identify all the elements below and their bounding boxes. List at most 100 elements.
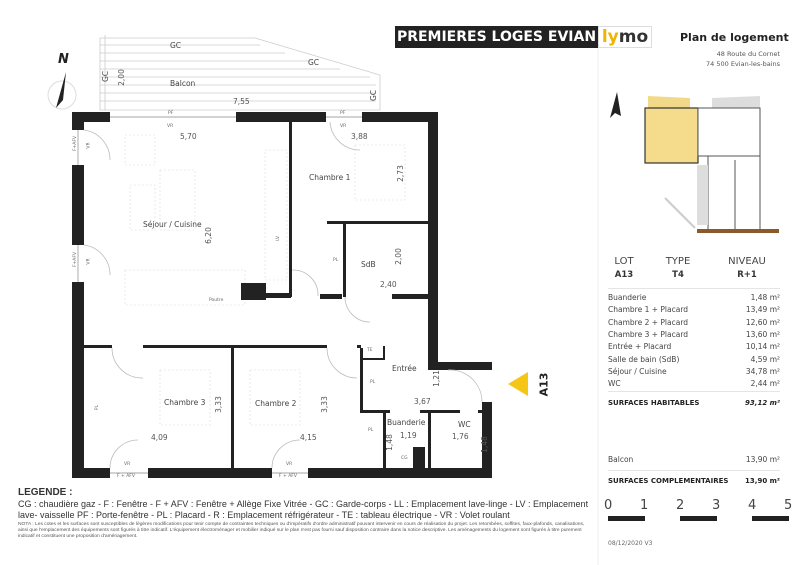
room-label-buanderie: Buanderie (387, 418, 426, 427)
surface-name: Chambre 2 + Placard (608, 317, 689, 327)
project-title: PREMIERES LOGES EVIAN (395, 26, 598, 48)
balcony-hatch (99, 35, 381, 111)
surface-value: 13,49 (745, 305, 768, 315)
room-label-sdb: SdB (361, 260, 376, 269)
type-value: T4 (672, 270, 684, 280)
room-label-chambre1: Chambre 1 (309, 173, 351, 182)
surface-name: Séjour / Cuisine (608, 366, 667, 376)
divider (608, 391, 780, 392)
surface-value: 13,90 (745, 455, 768, 464)
buanderie-height-dim: 1,48 (384, 434, 394, 451)
vr-tag: VR (340, 124, 347, 129)
surface-name: Chambre 1 + Placard (608, 305, 689, 315)
buanderie-width-dim: 1,19 (400, 431, 417, 440)
legend: LEGENDE : CG : chaudière gaz - F : Fenêt… (18, 487, 594, 540)
vr-tag: VR (86, 258, 92, 265)
surface-name: Chambre 3 + Placard (608, 329, 689, 339)
vr-tag: VR (124, 462, 131, 467)
scale-tick-label: 5 (784, 498, 793, 513)
surface-row: Salle de bain (SdB)4,59 m² (608, 355, 780, 364)
legend-line2: vaisselle PF : Porte-fenêtre - PL : Plac… (40, 509, 510, 520)
f-afv-tag: F + AFV (279, 474, 297, 479)
lot-value: A13 (614, 270, 634, 280)
divider (608, 470, 780, 471)
door-swings (83, 121, 483, 469)
total-complementaires-value: 13,90 m² (745, 477, 780, 485)
surface-unit: m² (769, 317, 780, 327)
room-label-chambre2: Chambre 2 (255, 399, 297, 408)
surface-value: 1,48 (750, 293, 768, 302)
vr-tag: VR (167, 124, 174, 129)
gc-label: GC (308, 58, 320, 67)
glazing (77, 116, 362, 474)
surface-value: 12,60 (745, 317, 768, 327)
walls (72, 112, 492, 478)
gc-label: GC (101, 70, 111, 83)
poutre-tag: Poutre (209, 298, 224, 303)
legend-text: CG : chaudière gaz - F : Fenêtre - F + A… (18, 499, 594, 520)
balcony-depth-dim: 2,00 (116, 69, 126, 86)
room-label-sejour: Séjour / Cuisine (143, 220, 202, 229)
vr-tag: VR (286, 462, 293, 467)
pl-tag: PL (368, 428, 374, 433)
sdb-width-dim: 2,40 (380, 280, 397, 289)
ch2-width-dim: 4,15 (300, 433, 317, 442)
sejour-height-dim: 6,20 (203, 227, 213, 244)
surface-name: Entrée + Placard (608, 342, 672, 352)
total-habitable-value: 93,12 m² (745, 399, 780, 407)
surface-row: Chambre 1 + Placard 13,49 m² (608, 305, 780, 314)
room-label-balcon: Balcon (170, 79, 196, 88)
nota-line2: Les retombées, soffites, faux-plafonds, … (18, 522, 585, 533)
sejour-width-dim: 5,70 (180, 132, 197, 141)
surface-unit: m² (769, 329, 780, 339)
scale-tick-label: 4 (748, 498, 757, 513)
pf-tag: PF (340, 111, 346, 116)
pl-tag: PL (95, 404, 101, 411)
date-version: 08/12/2020 V3 (608, 540, 653, 547)
total-habitable-row: SURFACES HABITABLES 93,12 m² (608, 399, 780, 407)
gc-label: GC (369, 89, 379, 102)
f-afv-tag: F + AFV (117, 474, 135, 479)
address-line2: 74 500 Evian-les-bains (706, 60, 780, 68)
surface-name: WC (608, 379, 621, 389)
surface-row: Balcon 13,90 m² (608, 455, 780, 464)
surface-unit: m² (769, 293, 780, 302)
lot-marker-label: A13 (537, 372, 551, 397)
lot-marker-triangle (508, 372, 528, 396)
pf-tag: PF (168, 111, 174, 116)
vr-tag: VR (86, 142, 92, 149)
surface-value: 10,14 (745, 342, 768, 352)
pl-tag: PL (333, 258, 339, 263)
surface-unit: m² (769, 354, 780, 364)
room-label-wc: WC (458, 420, 471, 429)
surface-unit: m² (769, 366, 780, 376)
nota: NOTA : Les cotes et les surfaces sont su… (18, 522, 594, 540)
legend-title: LEGENDE : (18, 487, 73, 498)
surface-unit: m² (769, 455, 780, 464)
ch3-height-dim: 3,33 (213, 396, 223, 413)
scale-tick-label: 0 (604, 498, 613, 513)
scale-tick-label: 1 (640, 498, 649, 513)
type-label: TYPE (665, 256, 691, 267)
fafv-tag: F+AFV (73, 251, 79, 268)
surface-row: Séjour / Cuisine 34,78 m² (608, 367, 780, 376)
surface-name: Balcon (608, 455, 634, 464)
surface-name: Buanderie (608, 293, 647, 302)
nota-line1: NOTA : Les cotes et les surfaces sont su… (18, 522, 469, 527)
surface-name: Salle de bain (SdB) (608, 354, 680, 364)
scale-bar (608, 516, 789, 521)
gc-label: GC (170, 41, 182, 50)
surface-value: 34,78 (745, 366, 768, 376)
lot-label: LOT (614, 256, 634, 267)
compass-north-label: N (58, 52, 69, 67)
lv-tag: LV (276, 235, 282, 242)
surface-unit: m² (769, 379, 780, 389)
total-complementaires-row: SURFACES COMPLEMENTAIRES 13,90 m² (608, 477, 780, 485)
surface-row: Buanderie 1,48 m² (608, 293, 780, 302)
entree-width-dim: 3,67 (414, 397, 431, 406)
surface-unit: m² (769, 305, 780, 315)
